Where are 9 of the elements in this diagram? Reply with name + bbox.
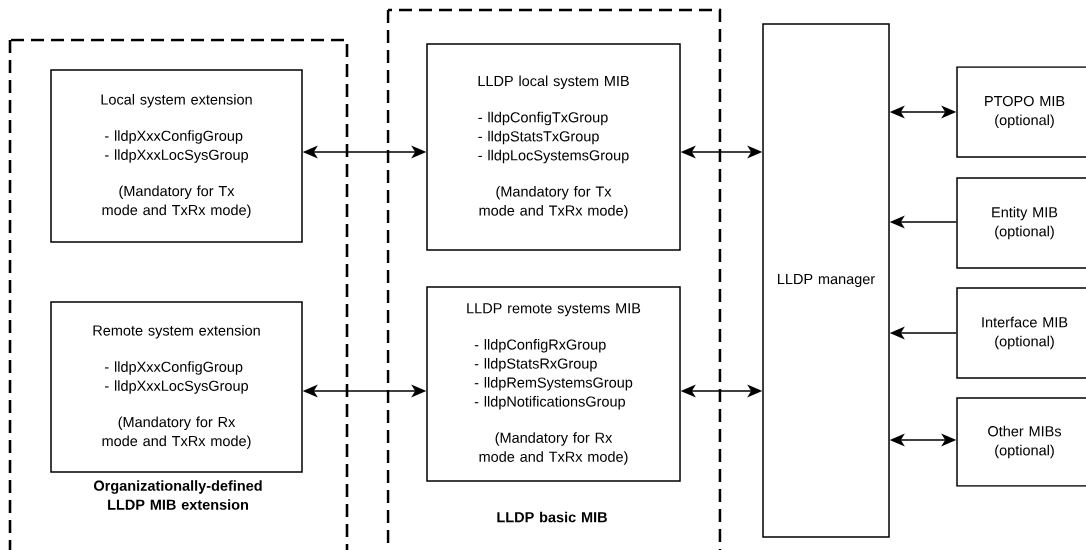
mib-box: Entity MIB (optional): [956, 177, 1086, 269]
mib-box: LLDP remote systems MIB - lldpConfigRxGroup - lldpStatsRxGroup - lldpRemSystemsGroup - lldpNotificationsGroup (Mandatory for Rx mode and TxRx mode): [426, 286, 681, 482]
mib-box: Other MIBs (optional): [956, 397, 1086, 487]
mib-box: LLDP local system MIB - lldpConfigTxGroup - lldpStatsTxGroup - lldpLocSystemsGroup (Mandatory for Tx mode and TxRx mode): [426, 43, 681, 251]
mib-box: Remote system extension - lldpXxxConfigGroup - lldpXxxLocSysGroup (Mandatory for Rx mode and TxRx mode): [50, 301, 303, 473]
manager-box: LLDP manager: [762, 23, 890, 538]
mib-box: Local system extension - lldpXxxConfigGroup - lldpXxxLocSysGroup (Mandatory for Tx mode and TxRx mode): [50, 69, 303, 243]
mib-box: PTOPO MIB (optional): [956, 66, 1086, 158]
mib-box: Interface MIB (optional): [956, 287, 1086, 379]
